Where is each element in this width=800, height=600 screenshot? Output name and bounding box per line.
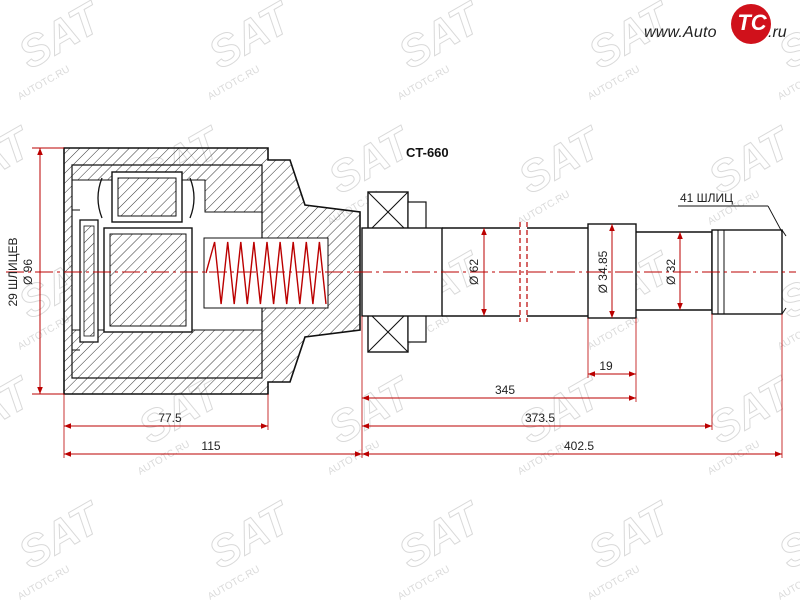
watermark-brand: SAT (771, 492, 800, 578)
watermark-brand: SAT (0, 367, 41, 453)
watermark-brand: SAT (511, 117, 612, 203)
watermark-brand: SAT (771, 0, 800, 79)
tip-diameter-label: Ø 32 (664, 259, 678, 285)
part-code: CT-660 (406, 145, 449, 160)
housing-diameter-label: Ø 96 (21, 259, 35, 285)
watermark-brand: SAT (321, 367, 422, 453)
dim-115: 115 (64, 439, 362, 457)
watermark-brand: SAT (581, 492, 682, 578)
outer-splines-callout: 41 ШЛИЦ (678, 191, 783, 233)
watermark-site: AUTOTC.RU (0, 189, 2, 228)
logo-suffix: .ru (768, 24, 787, 41)
watermark-site: AUTOTC.RU (0, 439, 2, 478)
dim-seat-diameter: Ø 34.85 (596, 224, 615, 318)
watermark-brand: SAT (701, 367, 800, 453)
outer-splines-label: 41 ШЛИЦ (680, 191, 733, 205)
watermark-brand: SAT (321, 117, 422, 203)
dim-402-5-label: 402.5 (564, 439, 594, 453)
shaft-diameter-label: Ø 62 (467, 259, 481, 285)
dim-115-label: 115 (201, 439, 220, 453)
dim-shaft-diameter: Ø 62 (467, 228, 487, 316)
logo-circle (731, 4, 771, 44)
seat-diameter-label: Ø 34.85 (596, 250, 610, 293)
autotc-logo: www.Auto TC .ru (644, 4, 794, 48)
watermark-brand: SAT (0, 117, 41, 203)
dim-345: 345 (362, 383, 636, 401)
dim-housing-diameter: 29 ШЛИЦЕВ Ø 96 (6, 147, 64, 395)
logo-prefix: www.Auto (644, 24, 717, 41)
dim-373-5: 373.5 (362, 411, 712, 429)
spring (203, 237, 329, 309)
dim-19: 19 (588, 359, 636, 377)
dim-373-5-label: 373.5 (525, 411, 555, 425)
dim-402-5: 402.5 (362, 439, 782, 457)
dim-345-label: 345 (495, 383, 515, 397)
dim-77-5-label: 77.5 (158, 411, 182, 425)
inner-splines-label: 29 ШЛИЦЕВ (6, 237, 20, 306)
watermark-brand: SAT (11, 492, 112, 578)
watermark-brand: SAT (201, 492, 302, 578)
dim-tip-diameter: Ø 32 (664, 232, 683, 310)
dim-19-label: 19 (599, 359, 613, 373)
tripod-assembly (72, 171, 195, 351)
watermark-brand: SAT (391, 492, 492, 578)
logo-mark: TC (737, 10, 767, 35)
dim-77-5: 77.5 (64, 411, 268, 429)
extension-lines (63, 314, 783, 458)
